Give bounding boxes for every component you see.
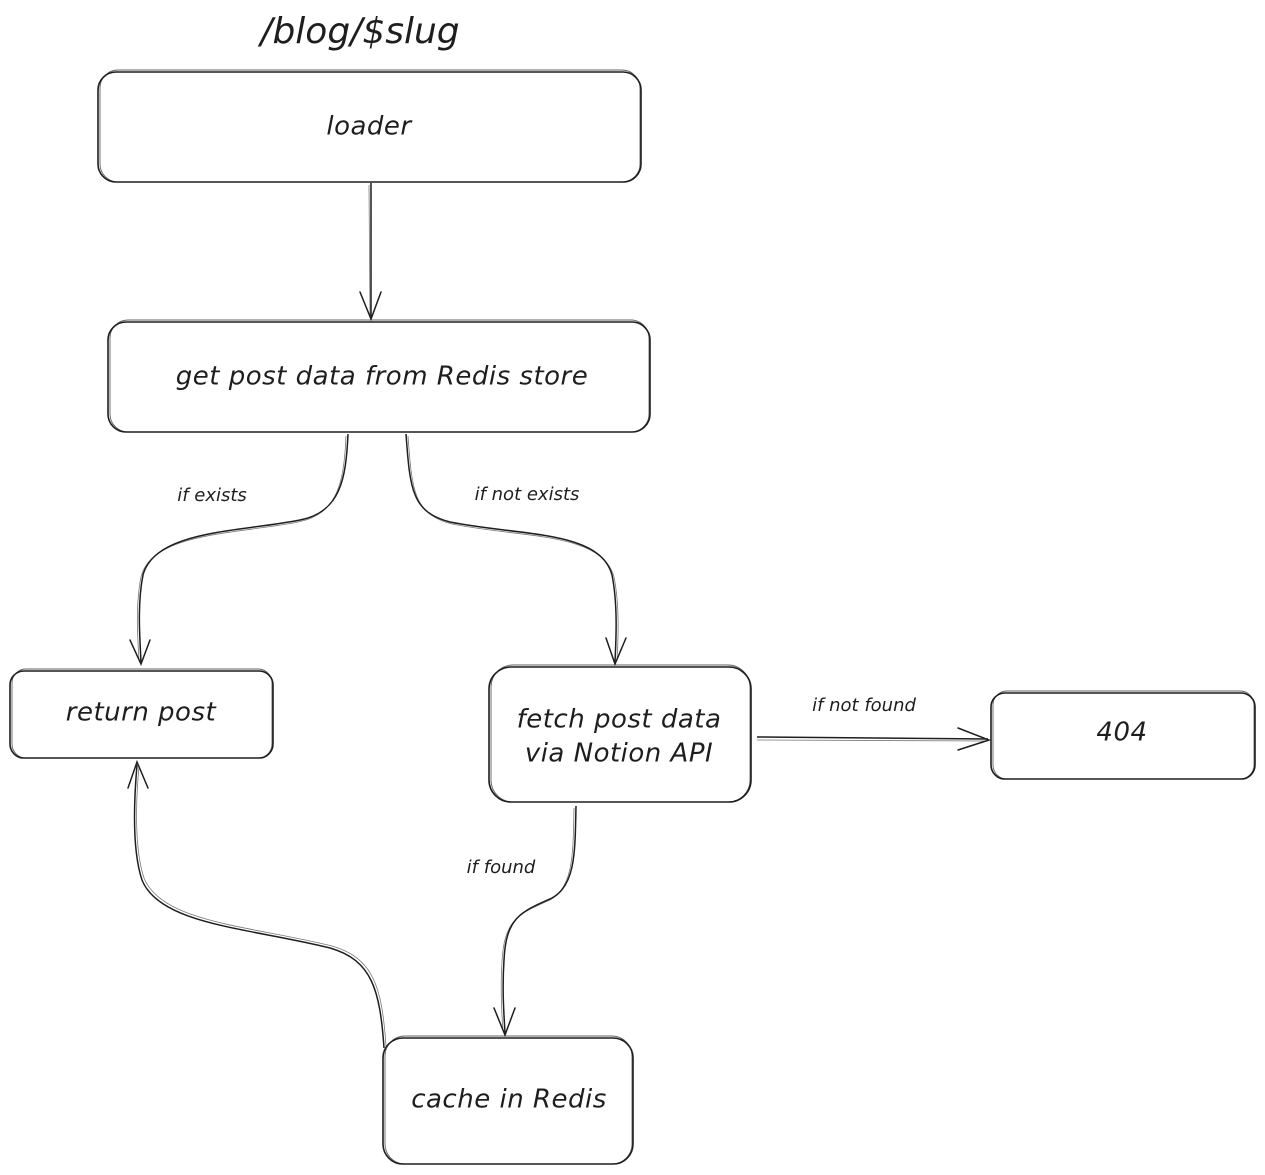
edge-if-not-exists bbox=[405, 433, 627, 667]
node-loader: loader bbox=[97, 69, 642, 183]
node-loader-label: loader bbox=[326, 112, 413, 142]
edge-if-found bbox=[493, 805, 577, 1038]
diagram-title: /blog/$slug bbox=[257, 11, 459, 52]
node-return-post: return post bbox=[9, 668, 274, 759]
node-fetch-notion: fetch post data via Notion API bbox=[488, 664, 752, 803]
edge-label-if-not-found: if not found bbox=[812, 695, 916, 716]
node-cache-in-redis: cache in Redis bbox=[382, 1035, 634, 1165]
node-return-post-label: return post bbox=[66, 698, 217, 728]
edge-if-exists bbox=[129, 433, 349, 666]
node-404: 404 bbox=[990, 690, 1256, 780]
edge-label-if-found: if found bbox=[467, 857, 536, 878]
edge-if-not-found bbox=[756, 727, 992, 751]
edge-label-if-not-exists: if not exists bbox=[475, 484, 580, 505]
node-fetch-notion-label-line2: via Notion API bbox=[525, 739, 713, 769]
node-get-post-label: get post data from Redis store bbox=[176, 362, 588, 392]
node-404-label: 404 bbox=[1096, 718, 1147, 748]
edge-cache-to-return bbox=[127, 759, 387, 1049]
edge-label-if-exists: if exists bbox=[177, 485, 247, 506]
node-get-post-from-redis: get post data from Redis store bbox=[107, 319, 651, 433]
node-cache-in-redis-label: cache in Redis bbox=[411, 1085, 607, 1115]
node-fetch-notion-label-line1: fetch post data bbox=[517, 705, 722, 735]
edge-loader-to-get-post bbox=[359, 183, 382, 322]
